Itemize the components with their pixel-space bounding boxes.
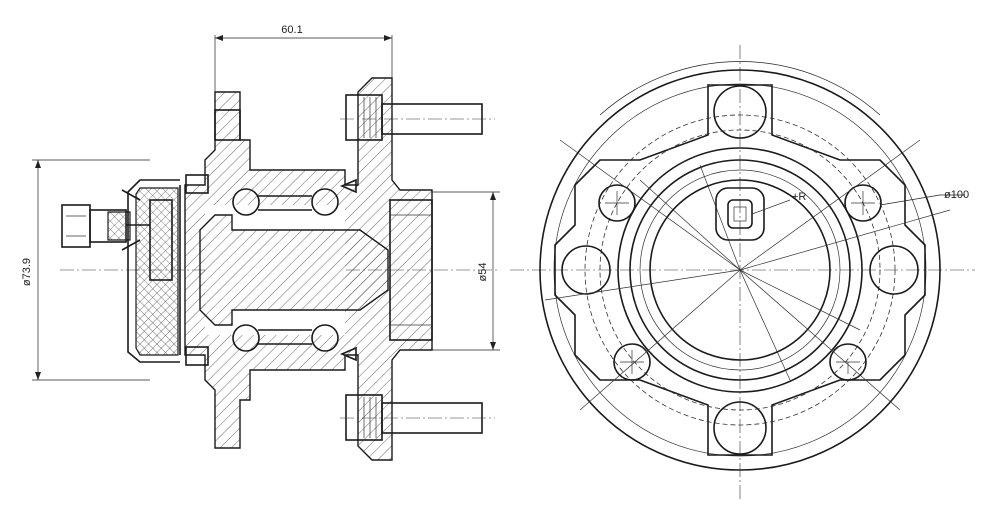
dim-outer-diameter: ø73.9 (21, 258, 33, 286)
dim-bolt-circle: ø100 (944, 189, 969, 201)
sensor-mark: +R (792, 191, 806, 203)
side-section-view: 60.1 ø73.9 ø54 (21, 24, 500, 461)
front-view: +R ø100 (510, 45, 975, 500)
dim-flange-width: 60.1 (281, 24, 302, 36)
dim-bore-diameter: ø54 (477, 263, 489, 282)
